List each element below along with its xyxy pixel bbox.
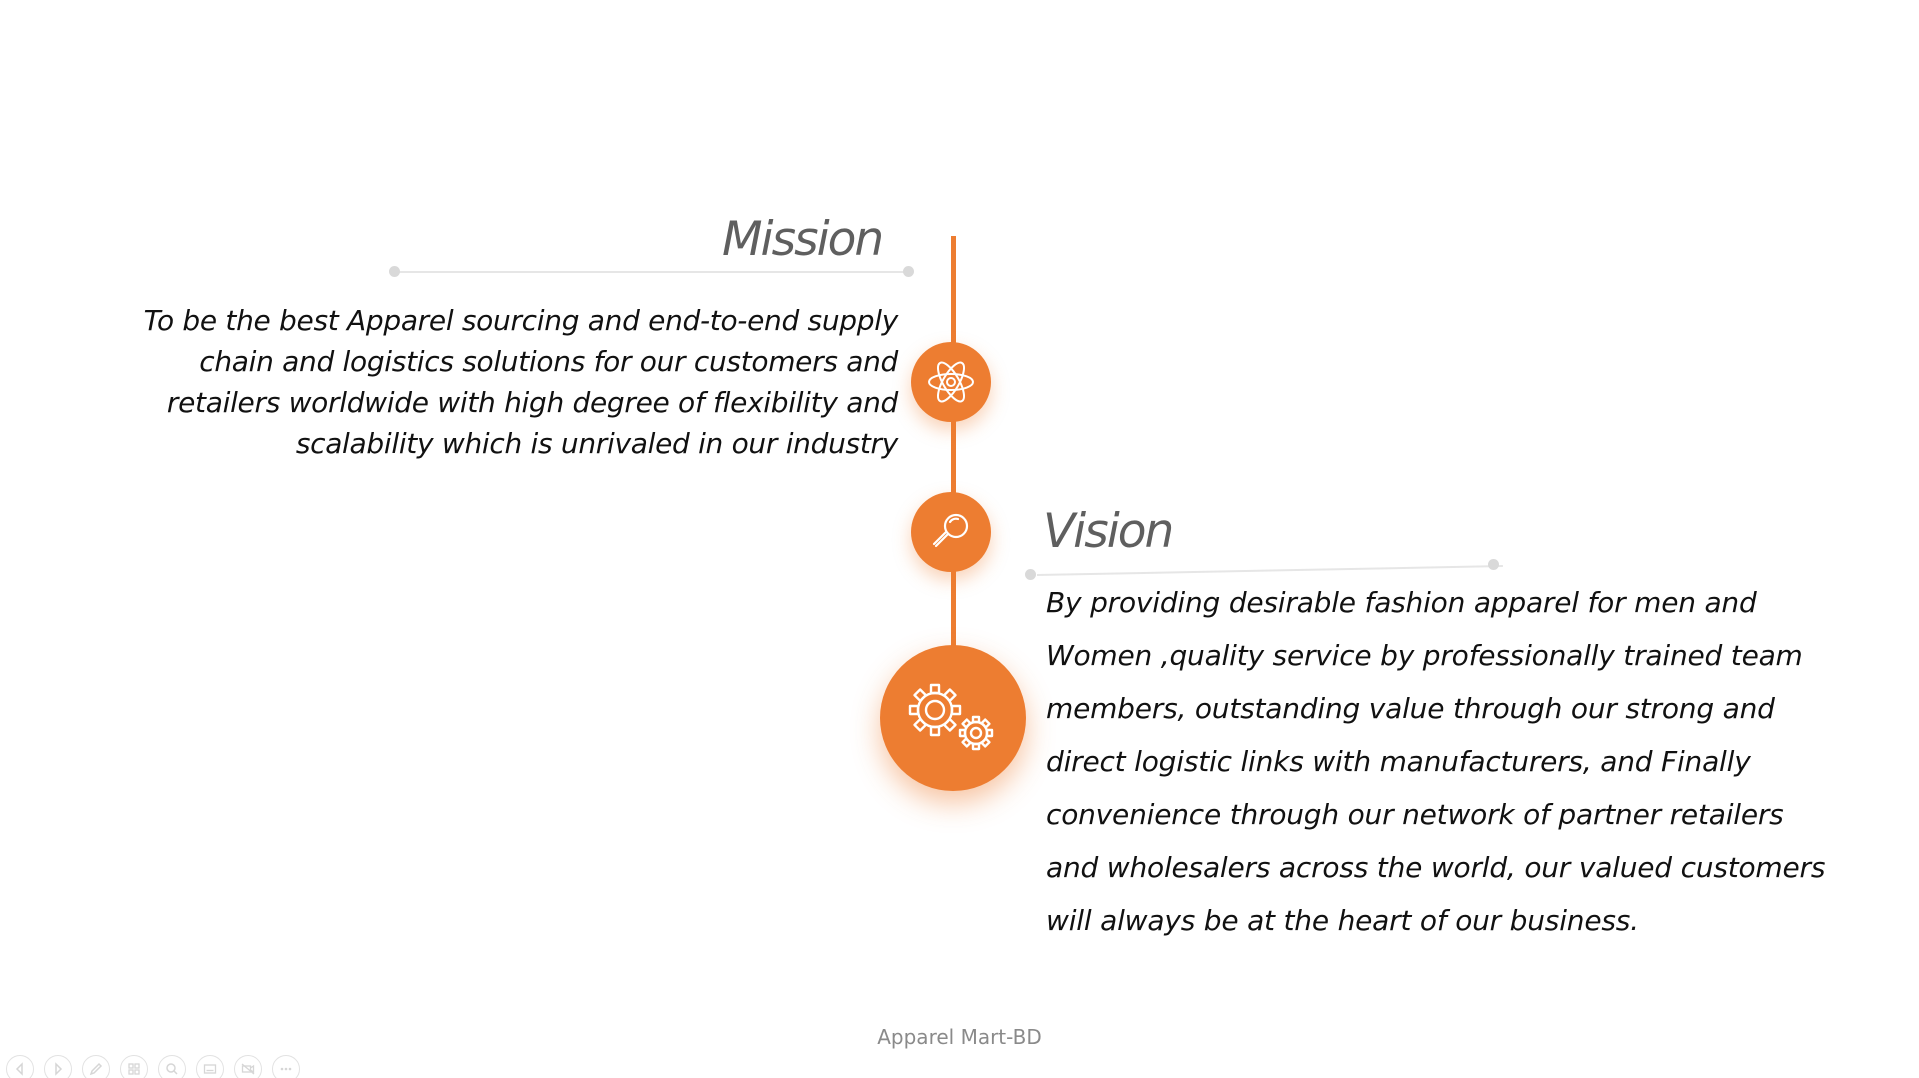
vision-line: and wholesalers across the world, our va…: [1046, 851, 1826, 884]
camera-off-icon[interactable]: [234, 1055, 262, 1078]
mission-underline: [395, 271, 908, 273]
vision-underline-dot-left: [1025, 569, 1036, 580]
gears-icon: [908, 683, 994, 751]
vision-line: will always be at the heart of our busin…: [1046, 904, 1639, 937]
next-slide-icon[interactable]: [44, 1055, 72, 1078]
vision-line: direct logistic links with manufacturers…: [1046, 745, 1751, 778]
footer-text: Apparel Mart-BD: [877, 1025, 1042, 1049]
mission-text: To be the best Apparel sourcing and end-…: [143, 300, 899, 464]
vision-underline-dot-right: [1488, 559, 1499, 570]
mission-underline-dot-left: [389, 266, 400, 277]
vision-text: By providing desirable fashion apparel f…: [1046, 576, 1825, 947]
previous-slide-icon[interactable]: [6, 1055, 34, 1078]
vision-line: members, outstanding value through our s…: [1046, 692, 1775, 725]
more-options-icon[interactable]: [272, 1055, 300, 1078]
gears-icon-circle: [880, 645, 1026, 791]
magnifier-icon: [932, 513, 969, 548]
see-all-slides-icon[interactable]: [120, 1055, 148, 1078]
pen-icon[interactable]: [82, 1055, 110, 1078]
mission-title: Mission: [722, 212, 884, 267]
mission-underline-dot-right: [903, 266, 914, 277]
mission-line: retailers worldwide with high degree of …: [166, 386, 898, 419]
timeline-line: [951, 236, 956, 666]
vision-line: Women ,quality service by professionally…: [1046, 639, 1803, 672]
vision-title: Vision: [1043, 504, 1174, 559]
mission-icon-circle: [911, 342, 991, 422]
zoom-icon[interactable]: [158, 1055, 186, 1078]
subtitles-icon[interactable]: [196, 1055, 224, 1078]
presenter-controls: [6, 1055, 300, 1078]
mission-line: scalability which is unrivaled in our in…: [295, 427, 898, 460]
vision-line: convenience through our network of partn…: [1046, 798, 1784, 831]
vision-icon-circle: [911, 492, 991, 572]
vision-underline: [1036, 565, 1503, 576]
mission-line: To be the best Apparel sourcing and end-…: [143, 304, 899, 337]
atom-icon: [928, 361, 974, 403]
vision-line: By providing desirable fashion apparel f…: [1046, 586, 1757, 619]
mission-line: chain and logistics solutions for our cu…: [199, 345, 898, 378]
